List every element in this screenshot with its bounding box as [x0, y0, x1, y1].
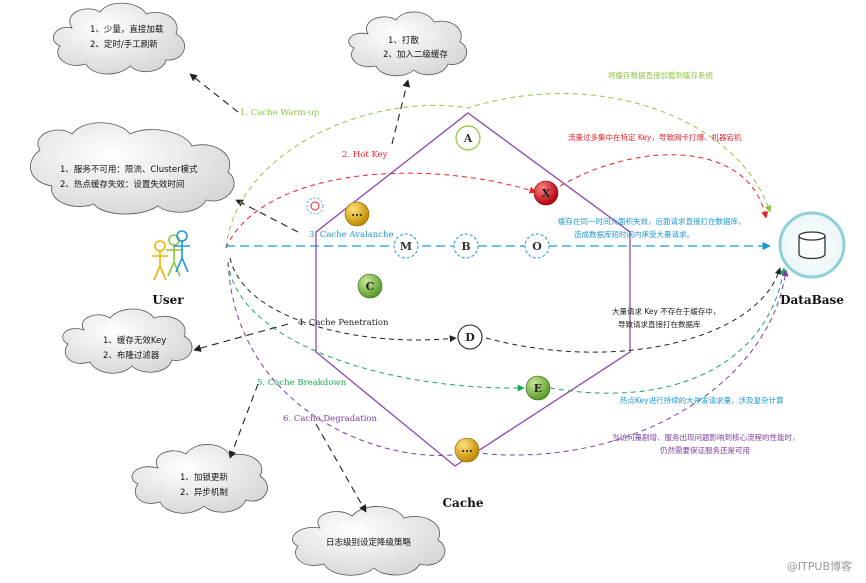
cloud-avalanche: 1、服务不可用：限流、Cluster模式 2、热点缓存失效：设置失效时间 [30, 122, 235, 215]
svg-text:X: X [542, 187, 551, 200]
svg-text:M: M [400, 240, 412, 253]
flow-breakdown-to-db [549, 267, 787, 394]
cloud-degradation-line1: 日志级别设定降级策略 [326, 537, 412, 548]
node-o: O [524, 233, 550, 259]
note-avalanche-line1: 缓存在同一时间大面积失效，后面请求直接打在数据库， [558, 216, 746, 226]
user-icon [152, 230, 190, 281]
node-b: B [453, 233, 479, 259]
cloud-penetration-line1: 1、缓存无效Key [103, 335, 166, 346]
cache-hexagon [315, 112, 631, 467]
cloud-arrows [189, 73, 411, 513]
note-degradation-line1: 当访问量剧增、服务出现问题影响到核心流程的性能时， [612, 432, 800, 442]
note-avalanche-line2: 造成数据库短时间内承受大量请求。 [574, 229, 694, 239]
watermark: @ITPUB博客 [787, 559, 852, 573]
svg-text:...: ... [461, 442, 473, 455]
cloud-avalanche-line2: 2、热点缓存失效：设置失效时间 [60, 179, 184, 190]
svg-text:B: B [461, 240, 470, 253]
cache-label: Cache [443, 496, 484, 510]
node-m: M [393, 233, 419, 259]
cloud-breakdown-line2: 2、异步机制 [180, 487, 228, 498]
note-penetration-line1: 大量请求 Key 不存在于缓存中， [612, 306, 720, 316]
node-d: D [457, 324, 483, 350]
flow-penetration-to-db [485, 267, 782, 353]
node-x: X [533, 180, 559, 206]
flow-hotkey-to-db [559, 154, 769, 219]
label-breakdown: 5. Cache Breakdown [257, 378, 347, 388]
note-penetration-line2: 导致请求直接打在数据库 [618, 319, 701, 329]
svg-text:A: A [463, 132, 473, 145]
flow-degradation [227, 261, 789, 456]
cloud-penetration: 1、缓存无效Key 2、布隆过滤器 [62, 308, 193, 374]
label-degradation: 6. Cache Degradation [283, 414, 378, 424]
cloud-warmup-line1: 1、少量，直接加载 [90, 24, 164, 35]
note-warmup: 将缓存数据直接加载到缓存系统 [608, 70, 713, 80]
user-label: User [152, 293, 184, 307]
cloud-hotkey: 1、打散 2、加入二级缓存 [348, 11, 467, 77]
cloud-breakdown-line1: 1、加锁更新 [180, 472, 228, 483]
database-label: DataBase [780, 293, 844, 307]
node-a: A [455, 125, 481, 151]
label-hotkey: 2. Hot Key [342, 150, 388, 160]
cloud-avalanche-line1: 1、服务不可用：限流、Cluster模式 [60, 164, 198, 175]
node-c: C [357, 273, 383, 299]
flow-warmup [225, 93, 772, 249]
cloud-degradation: 日志级别设定降级策略 [292, 506, 446, 576]
target-icon [306, 197, 324, 215]
database-node [778, 211, 846, 279]
node-e: E [525, 375, 551, 401]
cloud-warmup-line2: 2、定时/手工刷新 [90, 39, 158, 50]
label-warmup: 1. Cache Warm-up [240, 108, 320, 118]
label-penetration: 4. Cache Penetration [298, 318, 389, 328]
cloud-warmup: 1、少量，直接加载 2、定时/手工刷新 [53, 2, 186, 75]
cloud-penetration-line2: 2、布隆过滤器 [103, 350, 160, 361]
svg-text:O: O [532, 240, 542, 253]
cloud-breakdown: 1、加锁更新 2、异步机制 [131, 444, 268, 514]
svg-text:...: ... [351, 206, 363, 219]
svg-text:E: E [534, 382, 542, 395]
cloud-hotkey-line1: 1、打散 [388, 35, 419, 46]
note-degradation-line2: 仍然需要保证服务还是可用 [660, 445, 750, 455]
flow-hotkey-to-x [225, 172, 537, 249]
note-breakdown: 热点Key进行持续的大并发请求量，涉及复杂计算 [620, 395, 784, 405]
node-avalanche-dots: ... [344, 201, 370, 227]
svg-text:D: D [465, 331, 475, 344]
svg-text:C: C [366, 280, 375, 293]
flow-penetration-to-d [229, 257, 457, 343]
node-degradation-dots: ... [454, 437, 480, 463]
database-icon [798, 231, 826, 260]
cloud-hotkey-line2: 2、加入二级缓存 [383, 49, 448, 60]
label-avalanche: 3. Cache Avalanche [309, 230, 394, 240]
flow-breakdown-to-e [227, 261, 525, 392]
note-hotkey: 流量过多集中在特定 Key，导致网卡打爆、机器宕机 [568, 132, 742, 142]
